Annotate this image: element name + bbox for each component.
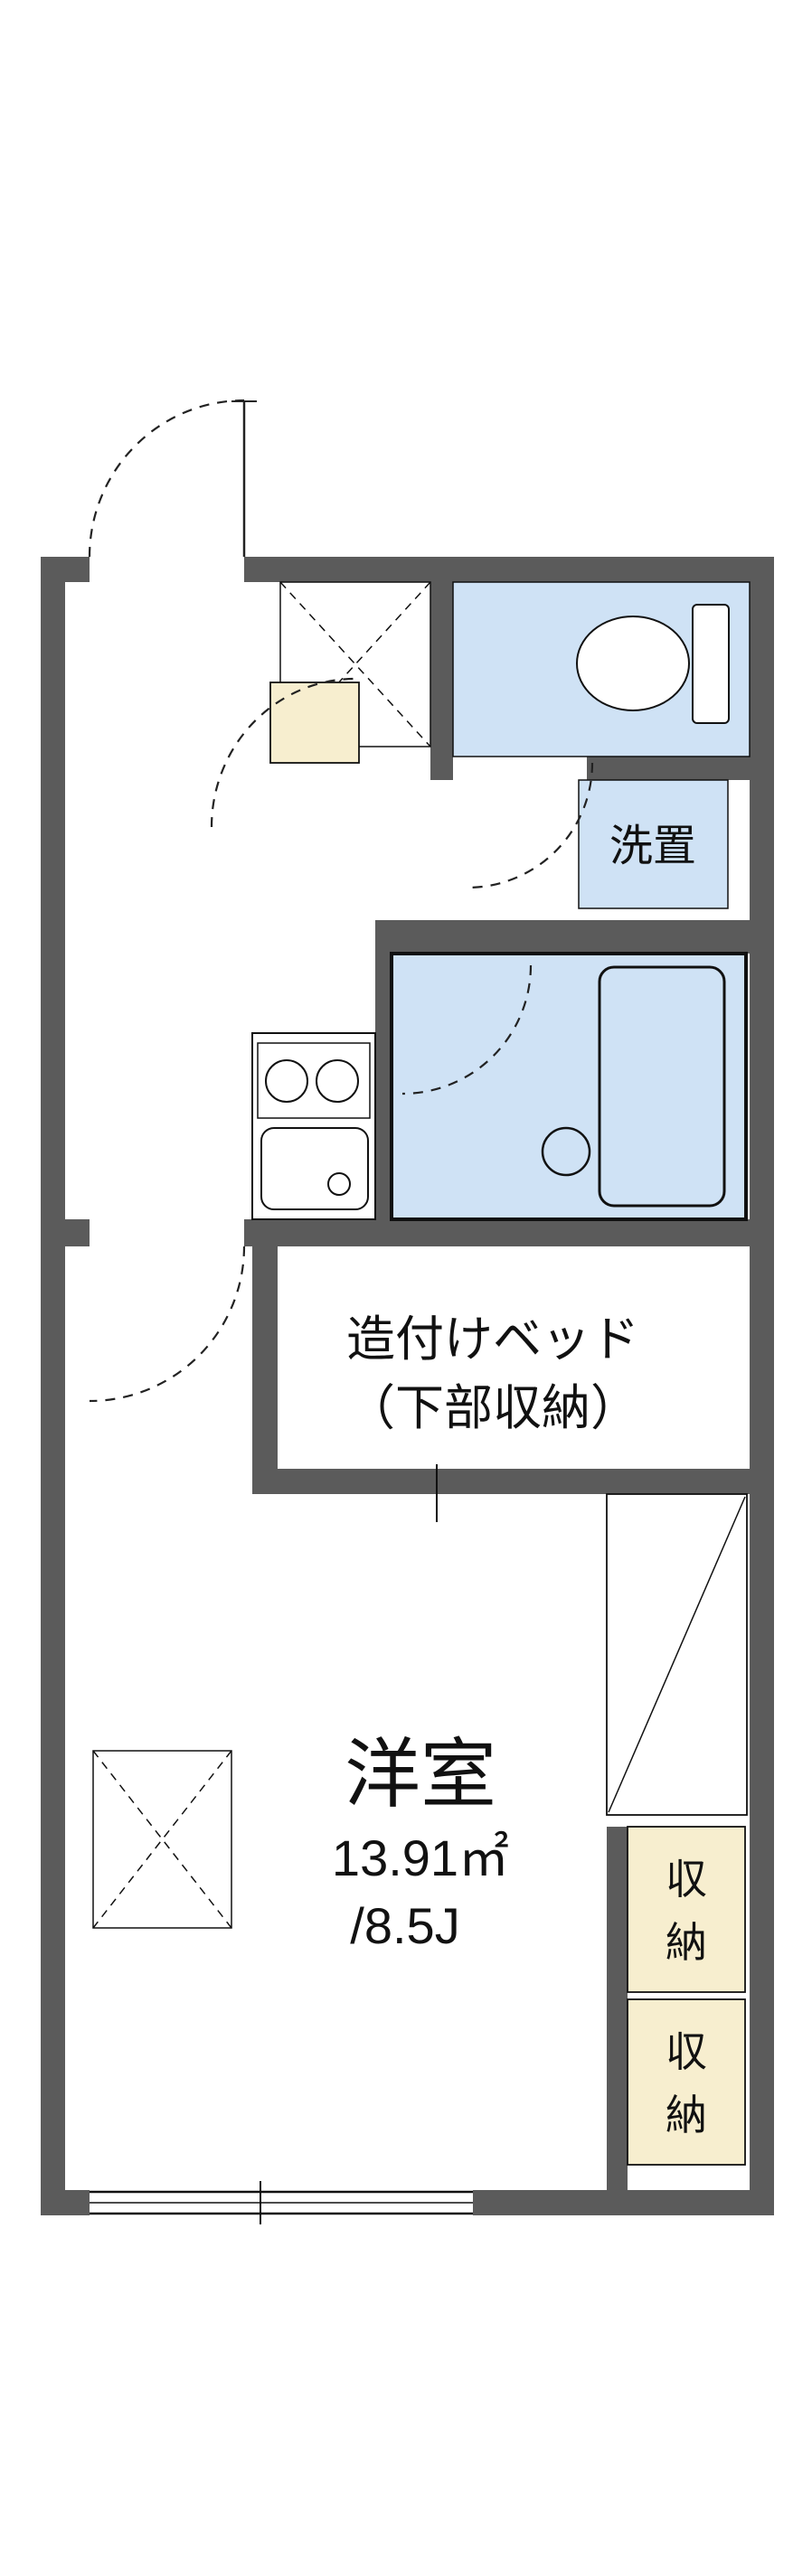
shoe-cabinet [269,682,360,764]
storage-lower: 収 納 [627,1998,746,2166]
storage-upper-box [627,1826,746,1993]
washer-floor [578,779,729,909]
toilet-left-wall [430,582,453,780]
toilet-bowl [576,616,690,711]
bed-bottom-wall [252,1469,750,1494]
main-room: 洋室 13.91㎡ /8.5J [332,1732,509,1954]
bed-left-wall [252,1219,278,1494]
window-seat-outline [92,1750,232,1929]
bed-label-line1: 造付けベッド [346,1312,639,1367]
main-room-area-tatami: /8.5J [350,1897,459,1954]
bathtub [598,965,726,1208]
toilet-door-arc [467,762,594,889]
bathroom-door-arc [401,964,533,1095]
hall-door-arc [210,677,356,828]
built-in-bed-room: 造付けベッド （下部収納） [346,1312,639,1522]
main-room-name: 洋室 [345,1732,496,1817]
washer-label: 洗置 [609,823,696,870]
stove-burner-right [316,1059,359,1103]
storage-lower-char2: 納 [666,2092,707,2139]
storage-upper-char1: 収 [666,1856,707,1903]
main-room-door-arc [89,1246,246,1403]
doors [88,399,594,1403]
outer-wall-bottom-right [473,2190,774,2215]
window-seat [92,1750,232,1929]
bath-drain [541,1126,591,1177]
bathroom-left-wall [375,920,392,1219]
outer-wall-left [41,557,65,2215]
outer-wall-top-main [244,557,774,582]
kitchen-sink [260,1127,369,1210]
main-room-area-sqm: 13.91㎡ [332,1829,509,1886]
bathroom-top-wall [375,920,750,954]
closet-diagonal [606,1493,748,1816]
storage-upper: 収 納 [627,1826,746,1993]
washer-space: 洗置 [578,779,729,909]
storage-lower-box [627,1998,746,2166]
kitchen-counter [251,1032,376,1220]
bed-label-line2: （下部収納） [346,1381,639,1435]
corridor-divider-wall-stub [65,1219,90,1246]
storage-left-wall [607,1827,628,2190]
sink-drain [327,1172,351,1196]
stove-burner-left [265,1059,308,1103]
storage-lower-char1: 収 [666,2028,707,2075]
outer-wall-bottom-left-stub [41,2190,90,2215]
toilet-room [452,581,751,757]
stove-outline [257,1042,371,1119]
corridor-divider-wall-main [244,1219,750,1246]
walls [41,557,774,2215]
bathroom [390,952,748,1221]
toilet-bottom-wall [587,757,750,780]
outer-wall-right [750,557,774,2215]
bathroom-floor [390,952,748,1221]
closet-diagonal-line [608,1496,746,1813]
toilet-tank [692,604,730,724]
storage-upper-char2: 納 [666,1919,707,1966]
outer-wall-top-left-stub [41,557,90,582]
bottom-window [90,2181,473,2224]
